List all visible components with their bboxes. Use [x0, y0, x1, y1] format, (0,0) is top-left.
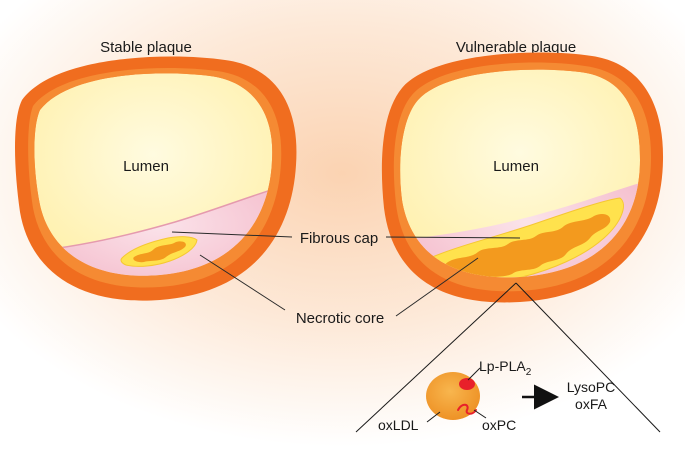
oxfa-label: oxFA: [575, 396, 608, 412]
zoom-wedge: [355, 282, 661, 433]
necrotic-core-left: [133, 241, 186, 263]
lysopc-label: LysoPC: [567, 379, 616, 395]
fibrous-cap-label: Fibrous cap: [300, 230, 378, 247]
oxpc-leader: [473, 409, 487, 419]
stable-plaque-vessel: [15, 56, 297, 301]
ox-ldl-inset: Lp-PLA2 oxLDL oxPC LysoPC oxFA: [378, 358, 615, 433]
necrotic-core-label: Necrotic core: [296, 310, 384, 327]
stable-plaque-title: Stable plaque: [100, 39, 192, 56]
necrotic-core-leader-left: [199, 254, 286, 311]
leader-lines: [171, 231, 521, 317]
lp-pla2-leader: [467, 367, 481, 381]
lp-pla2-label: Lp-PLA2: [479, 358, 532, 378]
lp-pla2-enzyme-mark: [459, 378, 475, 390]
necrotic-core-leader-right: [395, 257, 479, 317]
oxpc-lipid-squiggle: [457, 403, 477, 415]
necrotic-core-right: [444, 214, 611, 278]
lp-pla2-subscript: 2: [526, 367, 532, 378]
oxldl-leader: [426, 411, 441, 423]
lumen-label-left: Lumen: [123, 158, 169, 175]
oxpc-label: oxPC: [482, 417, 516, 433]
lp-pla2-text: Lp-PLA: [479, 358, 526, 374]
oxldl-label: oxLDL: [378, 417, 419, 433]
lumen-label-right: Lumen: [493, 158, 539, 175]
vulnerable-plaque-vessel: [381, 52, 664, 303]
fibrous-cap-leader-right: [385, 236, 521, 239]
plaque-edge-left: [34, 183, 273, 253]
zoom-line-right: [515, 282, 661, 433]
zoom-line-left: [355, 282, 517, 433]
vulnerable-plaque-title: Vulnerable plaque: [456, 39, 576, 56]
fibrous-cap-leader-left: [171, 231, 293, 238]
